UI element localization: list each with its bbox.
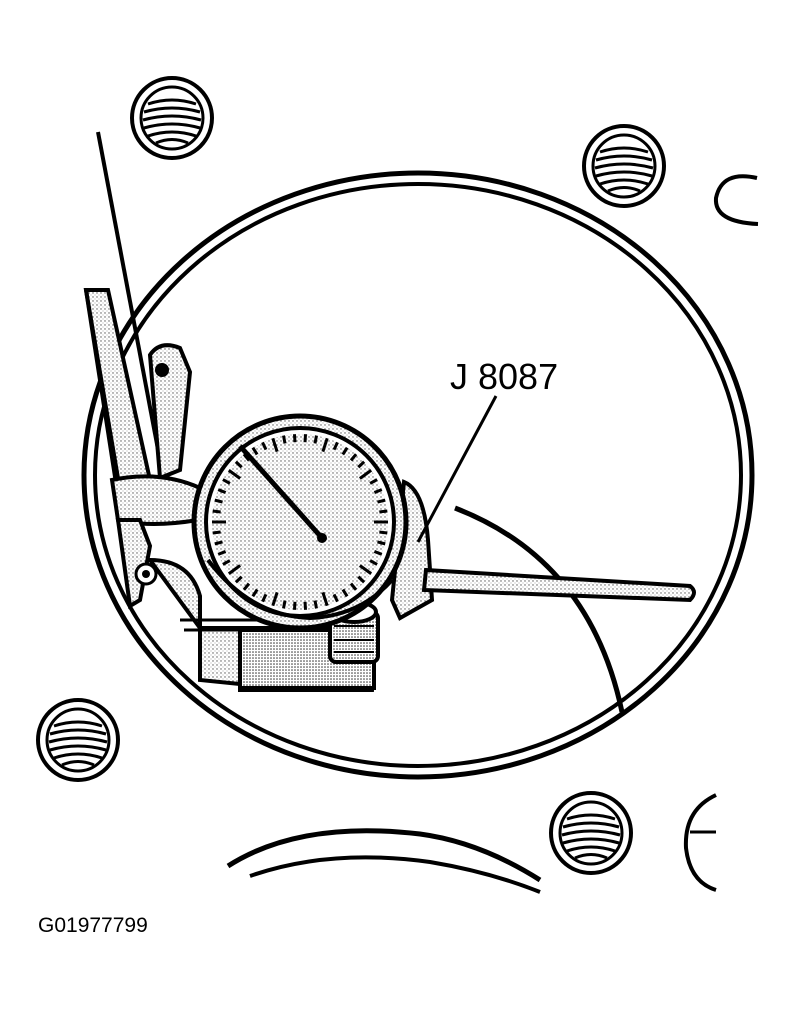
dial-tick: [271, 591, 279, 607]
dial-tick: [357, 575, 366, 584]
dial-tick: [212, 530, 221, 535]
bolt-hole-top-left: [130, 76, 214, 160]
dial-needle: [238, 444, 324, 540]
dial-tick: [377, 540, 386, 546]
dial-tick: [303, 434, 308, 443]
dial-tick: [379, 509, 388, 514]
bolt-hole-bottom-right: [549, 791, 633, 875]
dial-tick: [251, 588, 259, 598]
dial-tick: [358, 469, 373, 480]
dial-tick: [313, 435, 318, 444]
dial-tick: [369, 559, 378, 566]
dial-tick: [227, 564, 242, 575]
dial-tick: [242, 453, 251, 462]
adjacent-hole-arc-right: [713, 174, 759, 226]
dial-tick: [217, 550, 227, 556]
dial-tick: [217, 488, 227, 494]
dial-tick: [234, 575, 243, 584]
dial-tick: [261, 441, 268, 451]
dial-tick: [214, 498, 223, 504]
dial-tick: [341, 446, 349, 456]
tool-number-label: J 8087: [450, 356, 559, 397]
dial-tick: [227, 469, 242, 480]
dial-tick: [234, 460, 243, 469]
dial-tick: [373, 550, 383, 556]
piston-edge: [454, 505, 625, 713]
dial-tick: [358, 564, 373, 575]
dial-tick: [332, 593, 339, 603]
bolt-hole-top-right: [582, 124, 666, 208]
adjacent-hole-arc-bottom-right: [683, 793, 717, 892]
figure-id: G01977799: [38, 914, 148, 937]
dial-tick: [373, 488, 383, 494]
lower-contour-line: [226, 828, 542, 883]
dial-tick: [357, 460, 366, 469]
dial-tick: [271, 437, 279, 453]
dial-tick: [292, 601, 297, 610]
dial-tick: [313, 600, 318, 609]
cylinder-bore: [81, 170, 755, 780]
dial-tick: [251, 446, 259, 456]
dial-tick: [222, 478, 231, 485]
dial-tick: [377, 498, 386, 504]
dial-indicator: [191, 413, 409, 631]
dial-tick: [303, 601, 308, 610]
bolt-hole-bottom-left: [36, 698, 120, 782]
dial-tick: [282, 600, 287, 609]
dial-tick-marks: [212, 434, 388, 610]
dial-tick: [214, 540, 223, 546]
dial-tick: [212, 509, 221, 514]
dial-tick: [341, 588, 349, 598]
dial-tick: [349, 582, 358, 591]
callout-leader-line: [416, 395, 498, 543]
dial-tick: [292, 434, 297, 443]
dial-tick: [369, 478, 378, 485]
dial-tick: [282, 435, 287, 444]
dial-tick: [261, 593, 268, 603]
dial-tick: [379, 530, 388, 535]
dial-tick: [242, 582, 251, 591]
dial-tick: [332, 441, 339, 451]
dial-tick: [349, 453, 358, 462]
dial-tick: [222, 559, 231, 566]
plunger-rod: [421, 567, 696, 603]
dial-tick: [321, 437, 329, 453]
dial-tick: [321, 591, 329, 607]
